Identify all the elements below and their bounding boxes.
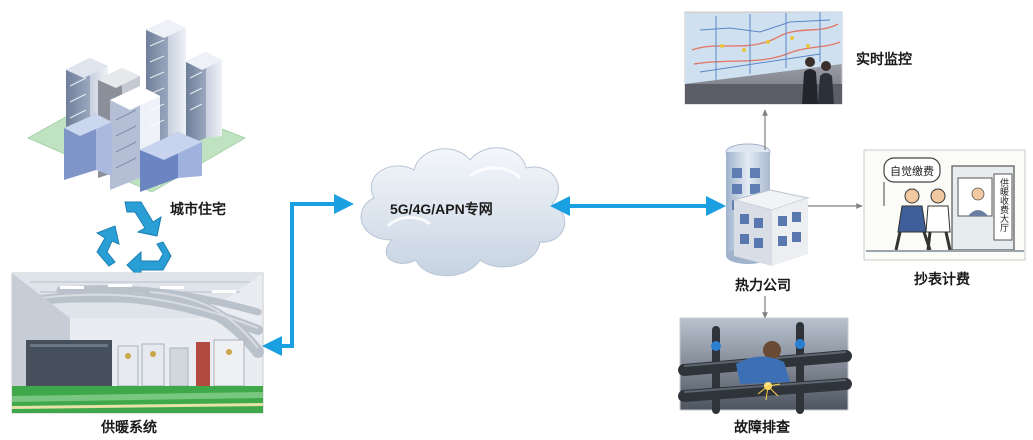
monitoring-label: 实时监控 (856, 51, 912, 68)
recycle-arrows-icon (95, 201, 172, 281)
office-building-icon (725, 143, 810, 266)
residential-network-link (262, 194, 354, 356)
billing-hall-text: 供暖收费大厅 (998, 177, 1009, 232)
cloud-icon (360, 147, 566, 277)
heating-system-label: 供暖系统 (100, 419, 157, 436)
network-label: 5G/4G/APN专网 (390, 201, 493, 217)
city-buildings-icon (26, 20, 247, 193)
billing-sign-text: 自觉缴费 (890, 164, 934, 178)
troubleshooting-label: 故障排查 (734, 419, 791, 436)
monitoring-photo (684, 11, 843, 105)
residential-label: 城市住宅 (170, 201, 226, 218)
company-label: 热力公司 (735, 277, 791, 294)
billing-illustration: 自觉缴费 供暖收费大厅 (863, 149, 1026, 261)
troubleshooting-photo (678, 317, 852, 414)
heating-system-photo (11, 272, 264, 414)
billing-label: 抄表计费 (914, 271, 970, 288)
